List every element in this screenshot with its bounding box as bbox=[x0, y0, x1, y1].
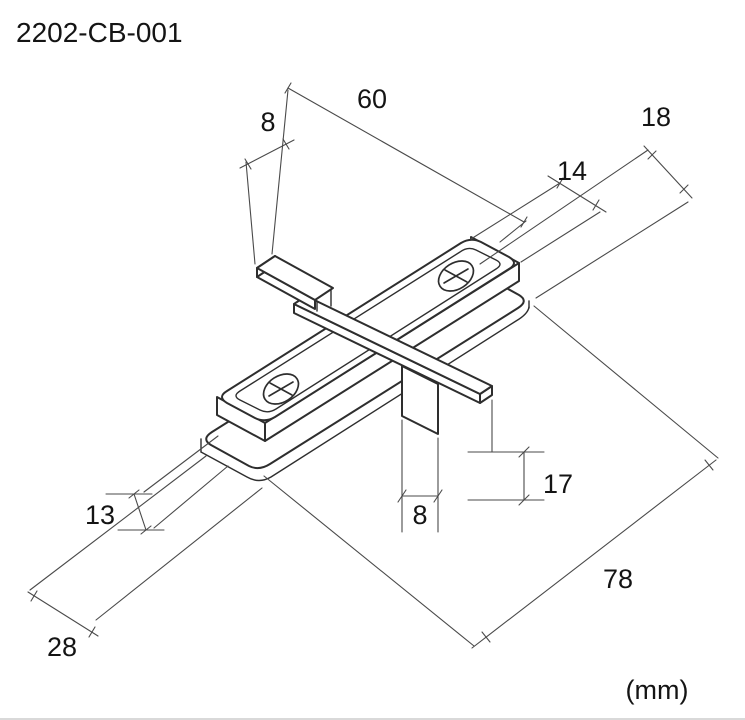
dim-label-13: 13 bbox=[85, 500, 115, 530]
extension-line bbox=[143, 435, 219, 493]
dim-tick bbox=[128, 489, 140, 499]
dim-tick bbox=[284, 82, 292, 94]
dim-label-60: 60 bbox=[357, 84, 387, 114]
dim-label-14: 14 bbox=[557, 156, 587, 186]
extension-line bbox=[520, 211, 601, 263]
dim-tick bbox=[520, 216, 528, 228]
dim-label-17: 17 bbox=[543, 469, 573, 499]
dim-label-78: 78 bbox=[603, 564, 633, 594]
dim-14-group bbox=[470, 175, 607, 263]
extension-line bbox=[470, 182, 561, 240]
extension-line bbox=[95, 487, 263, 621]
tab-top-face bbox=[256, 255, 334, 301]
dim-tick bbox=[244, 158, 252, 170]
dim-28-group bbox=[27, 455, 263, 638]
dimension-labels: 2202-CB-001 60 8 18 14 17 8 13 28 78 (mm… bbox=[16, 17, 688, 705]
dim-tick bbox=[518, 494, 530, 506]
dimension-line bbox=[547, 175, 607, 213]
flange-thickness-edge bbox=[200, 306, 530, 482]
dim-tick bbox=[140, 525, 152, 535]
extension-line bbox=[153, 465, 229, 529]
extension-line bbox=[535, 201, 689, 299]
extension-line bbox=[29, 455, 207, 591]
dimension-annotations bbox=[27, 82, 719, 649]
body-top-inner-outline bbox=[235, 247, 501, 413]
dim-tick bbox=[518, 446, 530, 458]
dimension-line bbox=[27, 591, 99, 637]
dim-tick bbox=[88, 626, 96, 638]
dim-tick bbox=[397, 489, 407, 503]
dim-18-group bbox=[479, 145, 693, 299]
screw-right bbox=[437, 260, 475, 292]
extension-line bbox=[533, 305, 719, 459]
part-number-title: 2202-CB-001 bbox=[16, 17, 183, 48]
extension-line bbox=[499, 220, 527, 243]
dimension-line bbox=[133, 493, 147, 531]
screw-left bbox=[262, 373, 300, 405]
dim-8-top-group bbox=[239, 138, 295, 265]
dim-tick bbox=[481, 631, 491, 643]
dim-label-18: 18 bbox=[641, 102, 671, 132]
dim-tick bbox=[704, 459, 714, 471]
cross-bar-top-face bbox=[293, 295, 493, 395]
dim-8-bottom-group bbox=[397, 419, 443, 533]
extension-line bbox=[245, 161, 256, 265]
dim-label-8-top: 8 bbox=[260, 107, 275, 137]
center-stem bbox=[401, 365, 439, 435]
screw-left-cross-slot-b bbox=[269, 382, 293, 396]
dim-60-group bbox=[271, 82, 528, 255]
dim-13-group bbox=[105, 435, 229, 535]
dim-tick bbox=[592, 199, 600, 211]
dim-tick bbox=[556, 177, 564, 189]
dimension-line bbox=[471, 459, 717, 649]
dim-tick bbox=[679, 184, 689, 194]
dim-78-group bbox=[263, 305, 719, 649]
extension-line bbox=[479, 149, 649, 265]
dim-tick bbox=[30, 590, 38, 602]
dim-label-28: 28 bbox=[47, 632, 77, 662]
dimension-line bbox=[643, 145, 693, 199]
extension-line bbox=[271, 89, 289, 255]
dim-label-8-bottom: 8 bbox=[412, 500, 427, 530]
dimension-line bbox=[239, 139, 295, 169]
dim-17-group bbox=[467, 399, 545, 506]
units-label: (mm) bbox=[626, 675, 689, 705]
extension-line bbox=[263, 475, 475, 647]
dim-tick bbox=[282, 138, 290, 150]
dimension-line bbox=[287, 87, 525, 223]
dim-tick bbox=[433, 489, 443, 503]
screw-right-cross-slot-b bbox=[444, 269, 468, 283]
part-drawing bbox=[200, 236, 530, 482]
dim-tick bbox=[647, 150, 657, 160]
